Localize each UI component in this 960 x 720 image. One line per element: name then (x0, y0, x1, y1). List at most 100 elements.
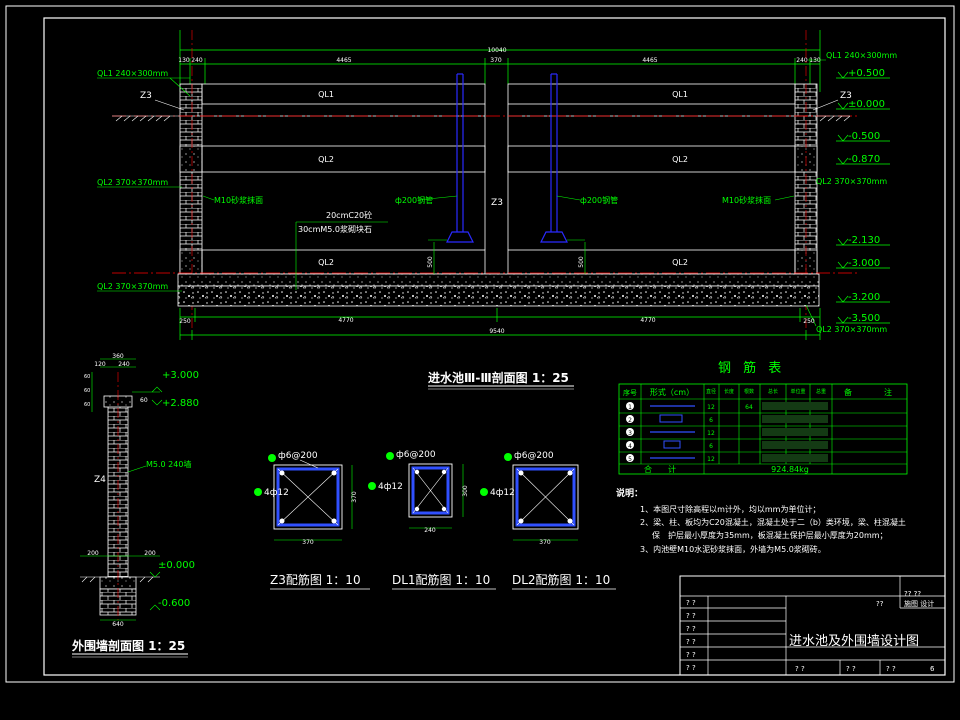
right-note-ql2-bottom: QL2 370×370mm (816, 325, 887, 334)
dim-bottom-4: 250 (803, 318, 815, 325)
wall-elevation-3: ±0.000 (158, 560, 195, 571)
elevation-marker-8 (836, 316, 890, 324)
row-4-dia: 6 (709, 443, 713, 450)
row-5-no: 5 (628, 456, 632, 463)
beam-label-ql2-mid-right: QL2 (672, 155, 688, 164)
wall-base-width: 640 (112, 621, 124, 628)
main-section: 10040 130 240 4465 370 4465 240 130 QL1 … (97, 30, 897, 390)
slab-note-2: 30cmM5.0浆砌块石 (298, 224, 372, 234)
title-cell-top-3: 施图 设计 (904, 599, 934, 608)
elevation-marker-5 (836, 238, 890, 246)
beam-label-ql1-left: QL1 (318, 90, 334, 99)
elevation-8: -3.500 (848, 313, 880, 324)
rebar-detail-dl2: ф6@200 4ф12 370 DL2配筋图 1：10 (480, 451, 616, 590)
z3-title: Z3配筋图 1：10 (270, 572, 361, 587)
title-cell-4: ? ? (686, 638, 696, 646)
title-block: ? ? ? ? ? ? ? ? ? ? ? ? ?? ?? ?? 施图 设计 进… (679, 575, 946, 676)
row-5-dia: 12 (707, 456, 715, 463)
title-cell-2: ? ? (686, 612, 696, 620)
wall-note: M5.0 240墙 (146, 459, 191, 469)
table-row-3: 3 12 (626, 428, 828, 437)
beam-label-ql2-mid-left: QL2 (318, 155, 334, 164)
wall-section: 360 120 240 60 60 60 60 +3.000 +2.880 Z4… (72, 353, 199, 658)
wall-foot-dim-left: 200 (87, 550, 99, 557)
left-note-z3: Z3 (140, 91, 152, 101)
slab-note-1: 20cmC20砼 (326, 210, 372, 220)
row-4-no: 4 (628, 443, 632, 450)
wall-dim-top-3: 240 (118, 361, 130, 368)
sheet-outer-border (5, 5, 955, 683)
right-note-ql2-mid: QL2 370×370mm (816, 177, 887, 186)
row-2-dia: 6 (709, 417, 713, 424)
z3-main-bars: 4ф12 (264, 488, 289, 498)
dim-top-1: 130 (178, 57, 190, 64)
z3-width: 370 (302, 539, 314, 546)
table-header-remark-1: 备 (844, 387, 852, 397)
dl1-main-bars: 4ф12 (378, 482, 403, 492)
center-column-label: Z3 (491, 198, 503, 208)
table-header-total-wt: 总重 (816, 388, 826, 395)
table-row-5: 5 12 (626, 454, 828, 463)
rebar-detail-z3: ф6@200 4ф12 370 370 Z3配筋图 1：10 (254, 451, 370, 590)
title-cell-top-2: ?? ?? (904, 590, 921, 598)
table-header-len: 长度 (724, 388, 734, 395)
elevation-marker-7 (836, 295, 890, 303)
dl1-stirrup: ф6@200 (396, 450, 436, 460)
dl2-width: 370 (539, 539, 551, 546)
wall-dim-top-1: 360 (112, 353, 124, 360)
dim-bottom-3: 4770 (640, 317, 655, 324)
row-2-no: 2 (628, 417, 632, 424)
dim-overall-top: 10040 (487, 47, 506, 54)
wall-elevation-2: +2.880 (162, 398, 199, 409)
elevation-marker-4 (836, 157, 890, 165)
design-notes: 说明： 1、本图尺寸除高程以m计外，均以mm为单位计； 2、梁、柱、板均为C20… (616, 487, 906, 554)
beam-label-ql2-bottom-right: QL2 (672, 258, 688, 267)
elevation-marker-6 (836, 261, 890, 269)
dl2-stirrup: ф6@200 (514, 451, 554, 461)
table-total-value: 924.84kg (771, 465, 809, 474)
dl2-title: DL2配筋图 1：10 (512, 572, 610, 587)
table-total-label: 合 计 (644, 464, 676, 474)
notes-line-3: 保 护层最小厚度为35mm，板混凝土保护层最小厚度为20mm； (652, 530, 888, 540)
left-note-ql1: QL1 240×300mm (97, 69, 168, 78)
elevation-3: -0.500 (848, 131, 880, 142)
dim-bottom-2: 4770 (338, 317, 353, 324)
dim-overall-bottom: 9540 (489, 328, 504, 335)
pipe-left (446, 73, 474, 243)
elevation-marker-1 (836, 71, 890, 79)
title-cell-bottom-4: 6 (930, 665, 935, 673)
left-note-ql2-mid: QL2 370×370mm (97, 178, 168, 187)
title-cell-5: ? ? (686, 651, 696, 659)
table-header-shape: 形式（cm） (650, 387, 694, 397)
dl1-width: 240 (424, 527, 436, 534)
rebar-detail-dl1: ф6@200 4ф12 240 300 DL1配筋图 1：10 (368, 450, 496, 590)
table-header-dia: 直径 (706, 388, 716, 395)
title-cell-bottom-2: ? ? (846, 665, 856, 673)
dim-top-3: 4465 (336, 57, 351, 64)
row-1-no: 1 (628, 404, 632, 411)
right-note-ql1: QL1 240×300mm (826, 51, 897, 60)
pipe-base-dim-right: 500 (578, 256, 585, 268)
wall-side-dim-3: 60 (84, 402, 90, 408)
left-note-ql2-bottom: QL2 370×370mm (97, 282, 168, 291)
pipe-label-right: ф200钢管 (580, 195, 618, 205)
dim-top-7: 130 (809, 57, 821, 64)
notes-line-4: 3、内池壁M10水泥砂浆抹面，外墙为M5.0浆砌砖。 (640, 544, 826, 554)
title-cell-3: ? ? (686, 625, 696, 633)
notes-line-1: 1、本图尺寸除高程以m计外，均以mm为单位计； (640, 504, 820, 514)
foundation-rubble (177, 285, 820, 307)
title-cell-bottom-1: ? ? (795, 665, 805, 673)
row-3-dia: 12 (707, 430, 715, 437)
table-row-1: 1 12 64 (626, 402, 828, 411)
table-header-count: 根数 (744, 388, 754, 395)
dim-bottom-1: 250 (179, 318, 191, 325)
wall-side-dim-2: 60 (84, 388, 90, 394)
steel-table-title: 钢 筋 表 (718, 360, 785, 376)
left-wall (179, 83, 203, 275)
dl1-height: 300 (462, 485, 469, 497)
dl2-main-bars: 4ф12 (490, 488, 515, 498)
title-cell-bottom-3: ? ? (886, 665, 896, 673)
beam-label-ql1-right: QL1 (672, 90, 688, 99)
dim-top-2: 240 (191, 57, 203, 64)
